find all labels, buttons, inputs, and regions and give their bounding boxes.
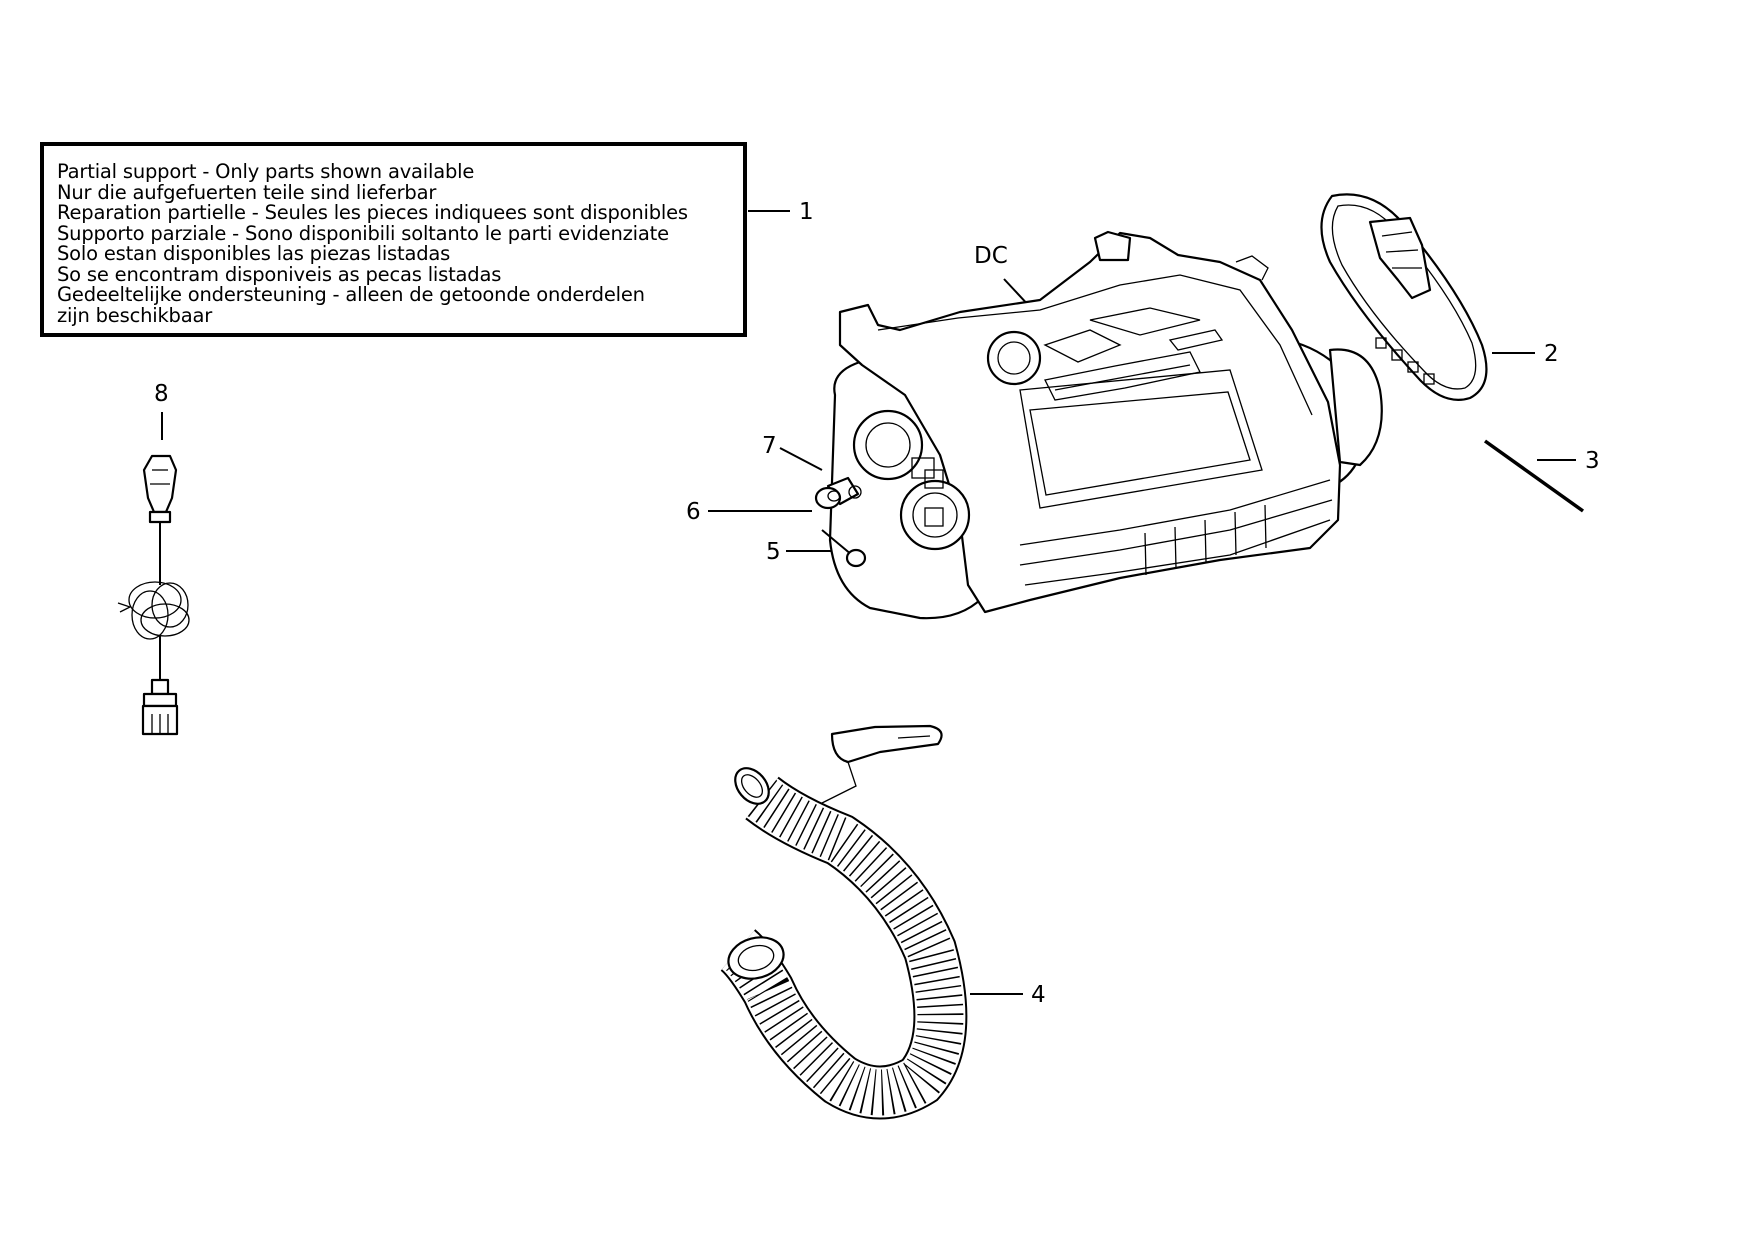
notice-line-fr: Reparation partielle - Seules les pieces… — [57, 201, 688, 224]
callout-7: 7 — [762, 433, 777, 459]
notice-line-de: Nur die aufgefuerten teile sind lieferba… — [57, 180, 437, 204]
callout-1: 1 — [799, 199, 814, 225]
callout-8: 8 — [154, 381, 169, 407]
inflation-needle-illustration — [821, 529, 867, 568]
notice-line-nl-cont: zijn beschikbaar — [57, 303, 213, 327]
battery-cover-illustration — [1320, 193, 1488, 401]
notice-line-nl: Gedeeltelijke ondersteuning - alleen de … — [57, 283, 645, 306]
callout-4: 4 — [1031, 982, 1046, 1008]
dc-power-cord-illustration — [117, 454, 190, 736]
notice-line-it: Supporto parziale - Sono disponibili sol… — [57, 221, 669, 245]
callout-3: 3 — [1585, 448, 1600, 474]
callout-2: 2 — [1544, 341, 1559, 367]
notice-line-es: Solo estan disponibles las piezas listad… — [57, 242, 451, 265]
partial-support-notice: Partial support - Only parts shown avail… — [40, 142, 747, 337]
nozzle-cap-illustration — [814, 486, 842, 510]
rod-part-illustration — [1483, 439, 1585, 513]
leader-7 — [779, 447, 823, 471]
callout-5: 5 — [766, 539, 781, 565]
air-hose-illustration — [719, 724, 968, 1120]
callout-6: 6 — [686, 499, 701, 525]
notice-line-en: Partial support - Only parts shown avail… — [57, 160, 475, 183]
compressor-body-illustration — [828, 230, 1383, 620]
notice-line-pt: So se encontram disponiveis as pecas lis… — [57, 262, 502, 286]
callout-dc: DC — [974, 243, 1008, 269]
